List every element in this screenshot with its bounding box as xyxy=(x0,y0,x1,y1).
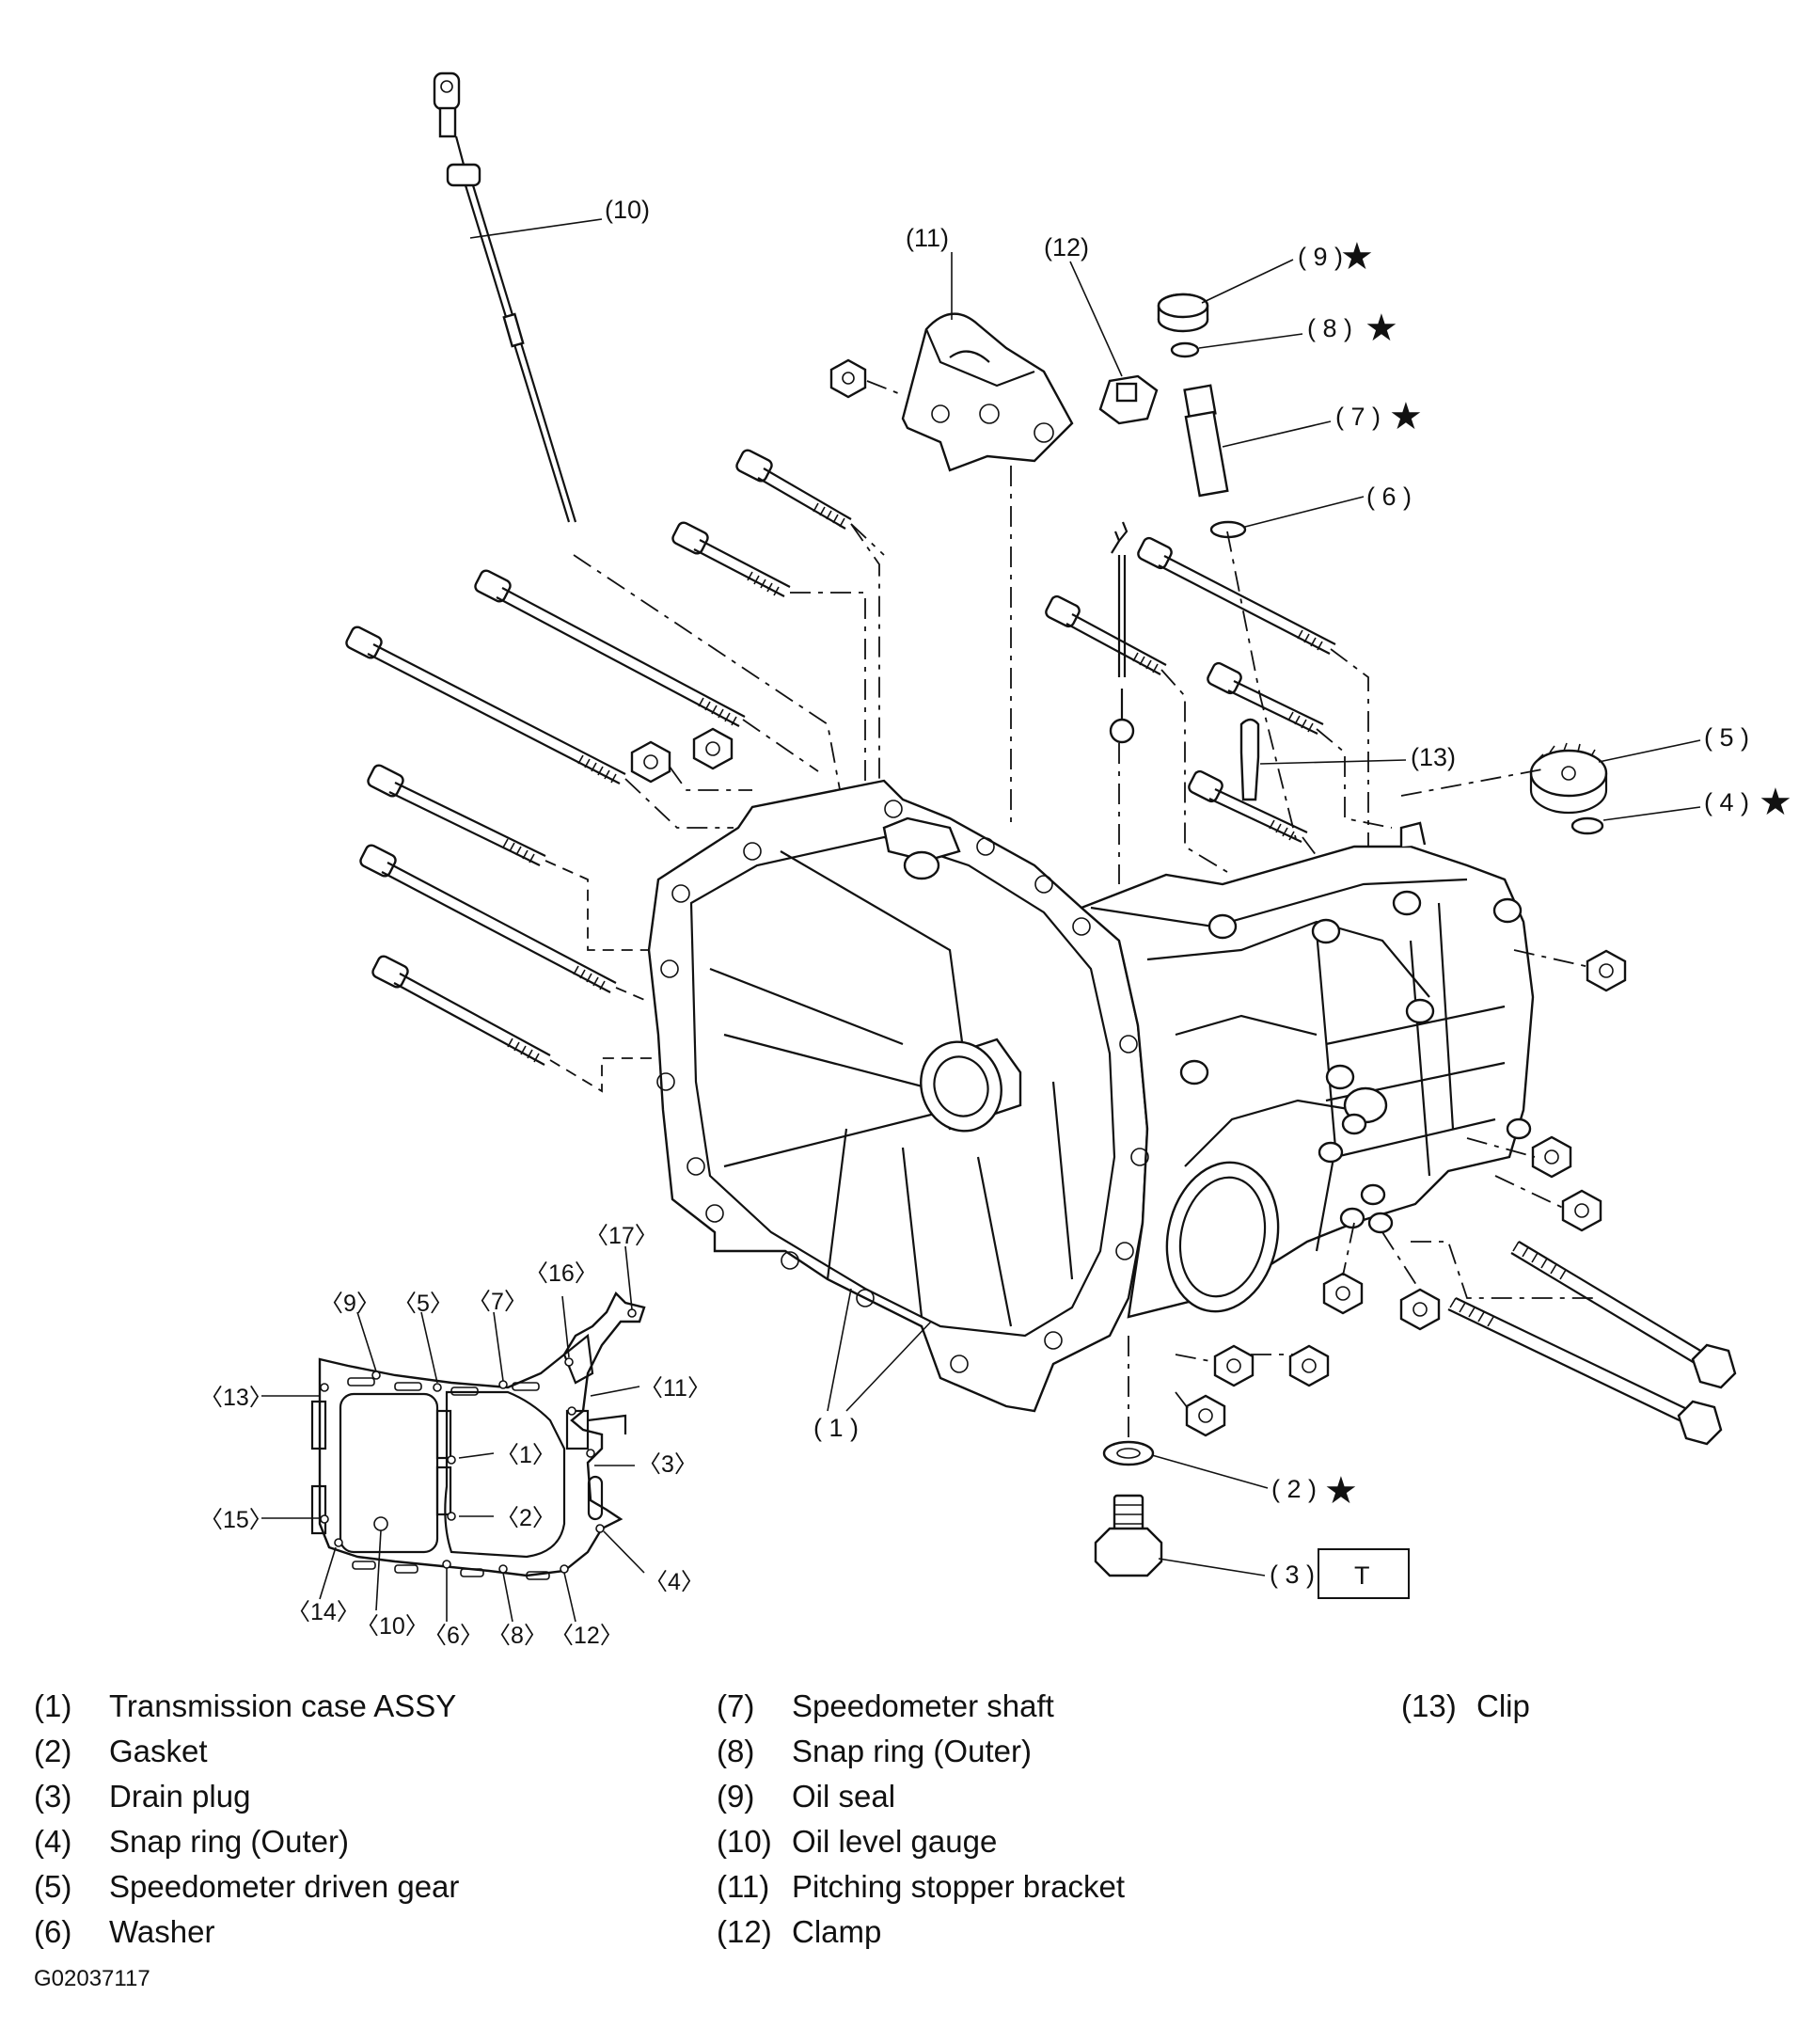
star-mark-9: ★ xyxy=(1340,236,1374,277)
callout-5: ( 5 ) xyxy=(1704,723,1749,752)
gasket-label-9: 〈9〉 xyxy=(320,1291,380,1317)
gasket-label-5: 〈5〉 xyxy=(393,1291,453,1317)
callout-1: ( 1 ) xyxy=(813,1414,859,1442)
gasket-label-11: 〈11〉 xyxy=(639,1375,711,1402)
callout-10: (10) xyxy=(605,196,650,224)
legend-item: (7)Speedometer shaft xyxy=(717,1688,1054,1723)
pitching-stopper-bracket xyxy=(901,312,1074,472)
legend-item: (5)Speedometer driven gear xyxy=(34,1869,460,1904)
gasket-label-16: 〈16〉 xyxy=(525,1260,598,1287)
gasket-label-1: 〈1〉 xyxy=(496,1442,556,1468)
callout-11: (11) xyxy=(906,224,949,252)
legend-item: (13)Clip xyxy=(1401,1688,1530,1723)
earth-terminal xyxy=(1109,521,1135,744)
callout-3: ( 3 ) xyxy=(1270,1561,1315,1589)
legend-item: (11)Pitching stopper bracket xyxy=(717,1869,1126,1904)
gasket-label-6: 〈6〉 xyxy=(423,1623,483,1649)
gasket-label-10: 〈10〉 xyxy=(355,1613,429,1640)
clip xyxy=(1239,718,1260,801)
star-mark-8: ★ xyxy=(1365,308,1398,349)
legend-item: (8)Snap ring (Outer) xyxy=(717,1734,1032,1768)
torque-box-label: T xyxy=(1354,1561,1370,1590)
gasket-label-17: 〈17〉 xyxy=(585,1223,658,1249)
clamp xyxy=(1098,374,1159,425)
torque-box xyxy=(1318,1548,1410,1599)
legend-column-1: (1)Transmission case ASSY (2)Gasket (3)D… xyxy=(34,1684,459,1955)
oil-level-gauge xyxy=(433,71,577,523)
legend-column-3: (13)Clip xyxy=(1401,1684,1530,1729)
legend-item: (1)Transmission case ASSY xyxy=(34,1688,457,1723)
gasket-label-14: 〈14〉 xyxy=(287,1599,360,1625)
star-mark-2: ★ xyxy=(1324,1470,1358,1512)
snap-ring-outer-4 xyxy=(1570,816,1604,835)
legend-item: (9)Oil seal xyxy=(717,1779,896,1814)
callout-12: (12) xyxy=(1044,233,1089,261)
gasket-label-2: 〈2〉 xyxy=(496,1505,556,1531)
legend-item: (12)Clamp xyxy=(717,1914,882,1949)
callout-4: ( 4 ) xyxy=(1704,788,1749,816)
gasket-label-12: 〈12〉 xyxy=(550,1623,623,1649)
gasket-label-4: 〈4〉 xyxy=(644,1569,704,1595)
transmission-case xyxy=(647,779,1535,1413)
long-bolts-right xyxy=(1447,1241,1737,1446)
nuts-right xyxy=(1185,949,1627,1437)
legend-item: (6)Washer xyxy=(34,1914,215,1949)
callout-6: ( 6 ) xyxy=(1366,483,1412,511)
snap-ring-outer-8 xyxy=(1170,341,1200,358)
gasket xyxy=(1102,1440,1155,1466)
bracket-nut xyxy=(829,358,867,399)
drain-plug xyxy=(1094,1494,1163,1577)
legend-column-2: (7)Speedometer shaft (8)Snap ring (Outer… xyxy=(717,1684,1125,1955)
oil-seal xyxy=(1157,293,1209,333)
legend-item: (4)Snap ring (Outer) xyxy=(34,1824,349,1859)
speedometer-driven-gear xyxy=(1529,742,1608,815)
gasket-label-8: 〈8〉 xyxy=(487,1623,547,1649)
callout-8: ( 8 ) xyxy=(1307,314,1352,342)
callout-13: (13) xyxy=(1411,743,1456,771)
legend-item: (3)Drain plug xyxy=(34,1779,251,1814)
gasket-label-15: 〈15〉 xyxy=(199,1507,273,1533)
star-mark-4: ★ xyxy=(1759,782,1792,823)
figure-code: G02037117 xyxy=(34,1966,150,1991)
gasket-label-13: 〈13〉 xyxy=(199,1385,273,1411)
long-bolts-left xyxy=(345,449,885,1066)
bolts-right-top xyxy=(1045,536,1336,843)
callout-9: ( 9 ) xyxy=(1298,243,1343,271)
gasket-label-3: 〈3〉 xyxy=(638,1451,698,1478)
bolt-location-diagram: 〈9〉 〈5〉 〈7〉 〈16〉 〈17〉 〈13〉 〈11〉 〈1〉 〈3〉 … xyxy=(199,1223,711,1649)
legend-item: (10)Oil level gauge xyxy=(717,1824,998,1859)
star-mark-7: ★ xyxy=(1389,396,1423,437)
nuts-left xyxy=(630,727,734,784)
speedometer-shaft xyxy=(1183,384,1229,498)
gasket-label-7: 〈7〉 xyxy=(467,1289,528,1315)
callout-7: ( 7 ) xyxy=(1335,403,1381,431)
exploded-view-drawing: (10) (11) (12) ( 9 ) ★ ( 8 ) ★ ( 7 xyxy=(199,71,1792,1649)
callout-2: ( 2 ) xyxy=(1271,1475,1317,1503)
legend-item: (2)Gasket xyxy=(34,1734,208,1768)
